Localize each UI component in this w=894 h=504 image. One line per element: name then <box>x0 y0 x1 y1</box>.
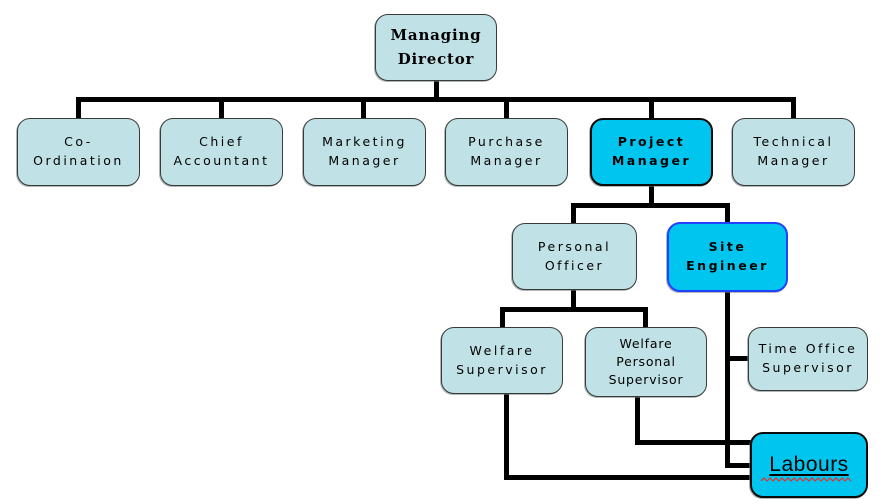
connector-stub-welfare-supervisor <box>500 307 505 329</box>
connector-project-manager-drop <box>649 182 654 208</box>
connector-welfare-personal-supervisor-drop <box>635 394 640 445</box>
node-marketing-manager[interactable]: Marketing Manager <box>303 118 426 186</box>
node-managing-director[interactable]: Managing Director <box>375 14 497 81</box>
node-label: Time Office Supervisor <box>758 341 858 375</box>
node-welfare-personal-supervisor[interactable]: Welfare Personal Supervisor <box>585 327 707 397</box>
node-site-engineer[interactable]: Site Engineer <box>667 222 788 292</box>
connector-level3-bus <box>571 203 730 208</box>
connector-stub-purchase-manager <box>504 97 509 120</box>
node-label: Chief Accountant <box>173 134 270 168</box>
node-chief-accountant[interactable]: Chief Accountant <box>160 118 283 186</box>
connector-managing-director-drop <box>434 78 439 102</box>
node-label: Welfare Supervisor <box>456 342 548 377</box>
connector-stub-co-ordination <box>76 97 81 120</box>
node-label: Technical Manager <box>753 134 834 168</box>
connector-personal-officer-drop <box>571 288 576 310</box>
node-label: Site Engineer <box>686 239 769 273</box>
node-time-office-supervisor[interactable]: Time Office Supervisor <box>748 327 868 391</box>
node-label: Co- Ordination <box>33 134 124 168</box>
connector-level2-bus <box>76 97 796 102</box>
node-label: Welfare Personal Supervisor <box>608 335 684 388</box>
node-project-manager[interactable]: Project Manager <box>590 118 713 186</box>
connector-site-engineer-labours <box>725 463 752 468</box>
node-purchase-manager[interactable]: Purchase Manager <box>445 118 568 186</box>
node-co-ordination[interactable]: Co- Ordination <box>17 118 140 186</box>
connector-welfare-personal-supervisor-labours <box>635 440 752 445</box>
connector-stub-welfare-personal-supervisor <box>643 307 648 329</box>
node-labours[interactable]: Labours <box>750 432 868 498</box>
node-label: Labours <box>769 453 849 477</box>
node-label: Purchase Manager <box>468 134 545 168</box>
node-label: Personal Officer <box>537 238 612 273</box>
connector-stub-site-engineer <box>725 203 730 224</box>
connector-stub-personal-officer <box>571 203 576 226</box>
connector-site-engineer-drop <box>725 290 730 468</box>
connector-site-engineer-time-office <box>725 356 750 361</box>
connector-stub-marketing-manager <box>361 97 366 120</box>
node-label: Managing Director <box>390 26 482 68</box>
node-label: Marketing Manager <box>322 134 407 168</box>
connector-welfare-supervisor-labours <box>504 475 752 480</box>
connector-stub-project-manager <box>649 97 654 120</box>
node-personal-officer[interactable]: Personal Officer <box>512 223 637 290</box>
spellcheck-underline-icon <box>761 477 852 482</box>
connector-stub-chief-accountant <box>219 97 224 120</box>
connector-stub-technical-manager <box>791 97 796 120</box>
connector-level4-bus <box>500 307 648 312</box>
node-technical-manager[interactable]: Technical Manager <box>732 118 855 186</box>
node-label: Project Manager <box>611 134 692 168</box>
node-welfare-supervisor[interactable]: Welfare Supervisor <box>441 327 563 394</box>
connector-welfare-supervisor-drop <box>504 392 509 480</box>
